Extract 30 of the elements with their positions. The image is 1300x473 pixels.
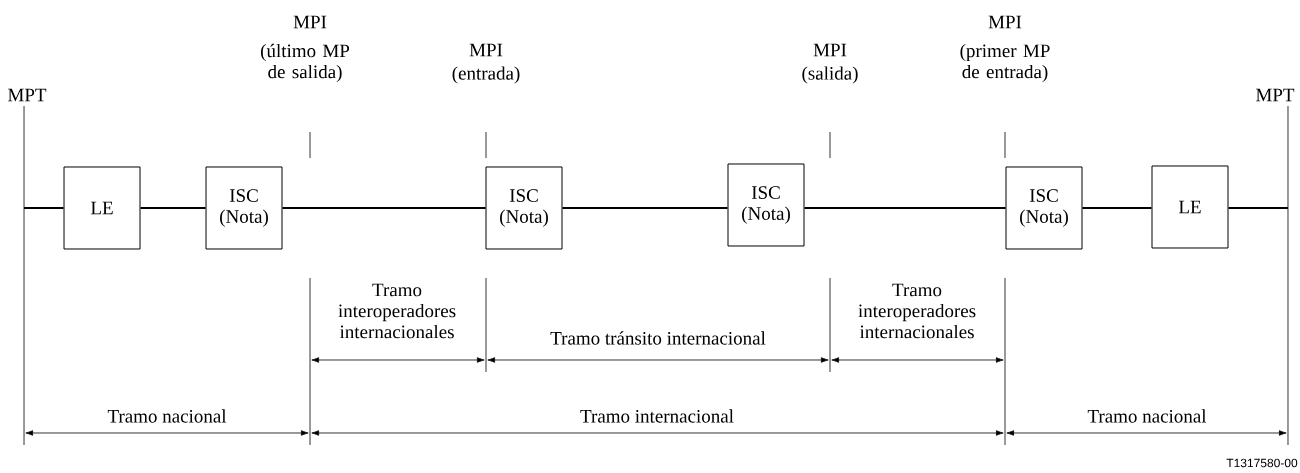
- label: MPT: [1256, 88, 1295, 102]
- label: MPI: [293, 15, 327, 29]
- exchange-box: LE: [1151, 165, 1229, 249]
- label: MPT: [8, 88, 47, 102]
- label: (último MP de salida): [261, 43, 350, 83]
- label: Tramo internacional: [580, 409, 734, 423]
- label: MPI: [813, 43, 847, 57]
- label: Tramo interoperadores internacionales: [338, 283, 456, 339]
- exchange-box: ISC (Nota): [1005, 166, 1083, 250]
- line: [803, 207, 1007, 209]
- line: [1081, 207, 1153, 209]
- exchange-box: ISC (Nota): [727, 163, 805, 247]
- line: [23, 207, 65, 209]
- label: Tramo interoperadores internacionales: [858, 283, 976, 339]
- figure-code: T1317580-00: [1226, 458, 1298, 468]
- exchange-box: ISC (Nota): [485, 166, 563, 250]
- exchange-box: ISC (Nota): [205, 166, 283, 250]
- line: [281, 207, 487, 209]
- label: MPI: [469, 43, 503, 57]
- label: (entrada): [452, 66, 520, 84]
- line: [139, 207, 207, 209]
- label: (salida): [802, 66, 858, 84]
- label: (primer MP de entrada): [960, 43, 1050, 83]
- label: Tramo tránsito internacional: [550, 331, 766, 345]
- line: [1227, 207, 1289, 209]
- label: Tramo nacional: [107, 409, 227, 423]
- label: Tramo nacional: [1087, 409, 1207, 423]
- line: [561, 207, 729, 209]
- exchange-box: LE: [63, 166, 141, 250]
- label: MPI: [988, 15, 1022, 29]
